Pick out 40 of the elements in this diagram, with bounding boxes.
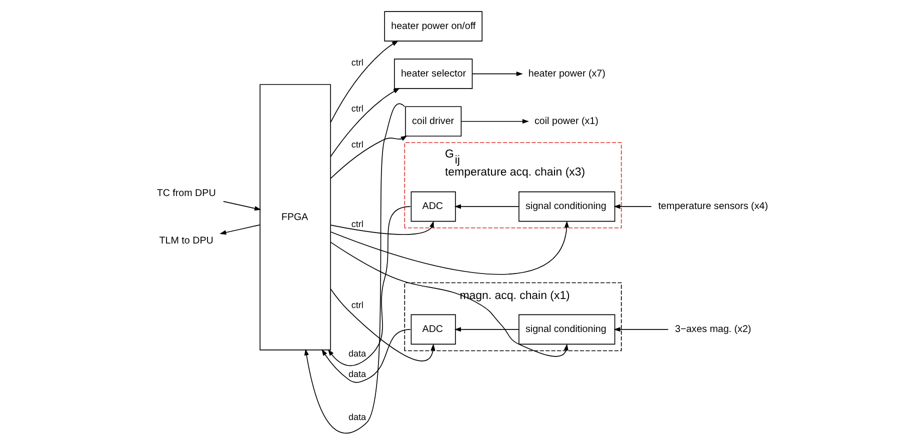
node-box: ADC [410, 314, 456, 345]
arrow [614, 327, 669, 332]
arrow [328, 206, 411, 366]
edge-label: data [348, 412, 366, 422]
arrow [330, 288, 436, 362]
node-box: heater power on/off [384, 11, 482, 42]
arrow [322, 329, 411, 383]
node-text: heater power (x7) [528, 68, 606, 80]
node-box: coil driver [405, 106, 462, 136]
arrow [330, 40, 399, 123]
edge-label: data [348, 368, 366, 379]
edge-label: ctrl [351, 300, 364, 310]
arrow [220, 224, 260, 235]
arrow [454, 327, 520, 332]
arrow [330, 220, 569, 275]
edge-label: ctrl [351, 57, 364, 68]
node-text: TLM to DPU [159, 236, 214, 246]
node-text: temperature sensors (x4) [658, 201, 768, 212]
arrow [614, 204, 652, 209]
arrow [461, 119, 529, 124]
arrow [472, 72, 523, 76]
node-box: signal conditioning [518, 191, 616, 222]
edge-label: data [348, 348, 366, 358]
node-box: heater selector [394, 58, 473, 89]
edge-label: ctrl [351, 218, 364, 229]
arrow [223, 201, 262, 211]
arrow [330, 220, 434, 235]
node-text: 3−axes mag. (x2) [675, 324, 752, 335]
arrow [330, 242, 568, 357]
node-box: ADC [410, 191, 456, 222]
edge-label: ctrl [351, 103, 364, 114]
node-text: TC from DPU [156, 188, 216, 199]
arrow [304, 103, 406, 434]
node-box: FPGA [260, 84, 331, 350]
edge-label: ctrl [351, 139, 364, 150]
arrow [454, 204, 520, 209]
arrow [330, 88, 400, 157]
arrow [330, 135, 408, 179]
node-text: coil power (x1) [534, 116, 598, 127]
node-box: signal conditioning [518, 314, 616, 345]
